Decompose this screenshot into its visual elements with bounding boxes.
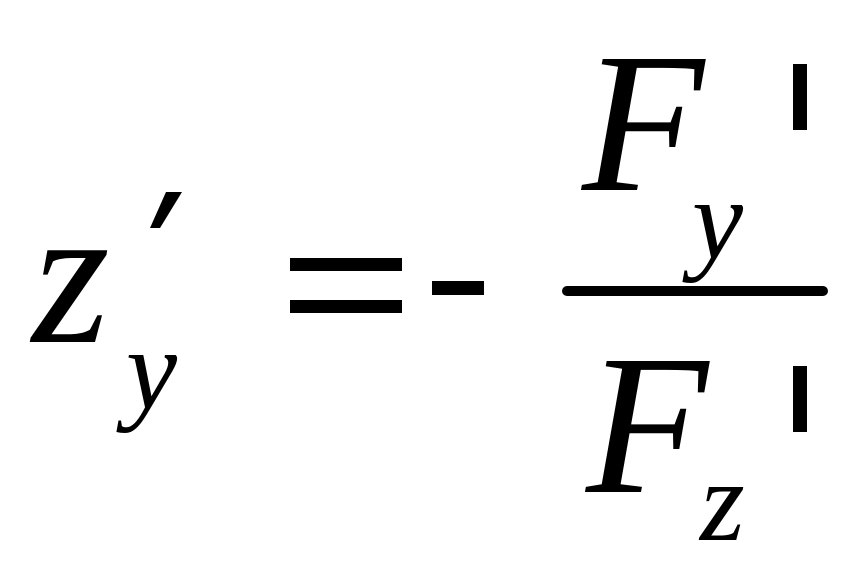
denominator-variable: F (584, 315, 710, 536)
lhs-subscript: y (116, 306, 178, 433)
minus-sign (432, 281, 484, 295)
numerator: F y (580, 13, 807, 283)
lhs-prime-mark (150, 192, 182, 228)
lhs-variable: z (29, 165, 110, 386)
numerator-subscript: y (682, 156, 744, 283)
denominator-subscript: z (698, 438, 745, 565)
lhs: z y (29, 165, 182, 433)
denominator: F z (584, 315, 807, 565)
equals-sign (290, 258, 402, 313)
numerator-variable: F (580, 13, 706, 234)
denominator-prime-mark (793, 366, 807, 432)
fraction-bar (562, 286, 828, 296)
numerator-prime-mark (793, 64, 807, 130)
